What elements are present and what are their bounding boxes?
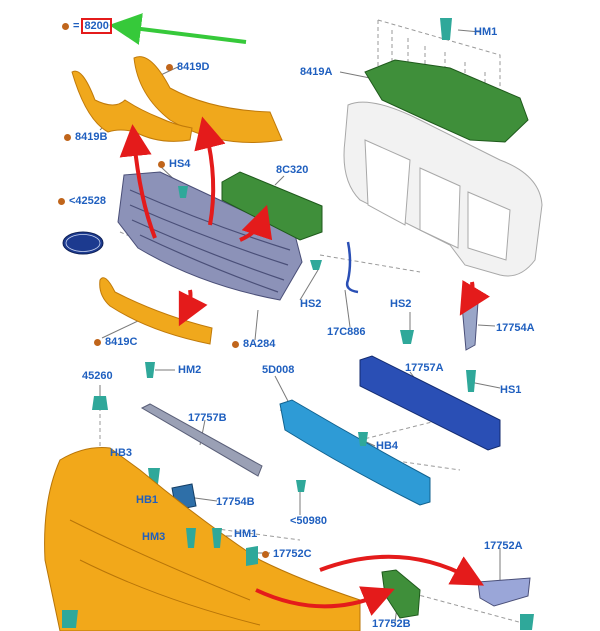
- label-hm2[interactable]: HM2: [178, 364, 202, 376]
- label-45260[interactable]: 45260: [82, 370, 113, 382]
- clip-50980: [296, 480, 306, 492]
- label-hm3[interactable]: HM3: [142, 531, 166, 543]
- clip-hs1: [466, 370, 476, 392]
- label-hm1-top[interactable]: HM1: [474, 26, 498, 38]
- grille-bar-8419b: [71, 70, 193, 142]
- dot-icon: [166, 63, 173, 71]
- dot-icon: [64, 133, 71, 141]
- dot-icon: [232, 340, 239, 348]
- label-17752b[interactable]: 17752B: [372, 618, 411, 630]
- label-hb3[interactable]: HB3: [110, 447, 133, 459]
- beam-5d008: [279, 399, 431, 506]
- dot-icon: [94, 338, 101, 346]
- green-arrow: [109, 13, 247, 45]
- label-17757a[interactable]: 17757A: [405, 362, 444, 374]
- clip-hm1-top: [440, 18, 452, 40]
- beam-17757a: [359, 355, 501, 451]
- dot-icon: [58, 197, 65, 205]
- label-42528[interactable]: <42528: [58, 195, 106, 208]
- grille-bar-8419d: [133, 56, 283, 143]
- label-17752c[interactable]: 17752C: [262, 548, 312, 561]
- clip-hb4: [358, 432, 368, 446]
- clip-hm3: [186, 528, 196, 548]
- label-17754b[interactable]: 17754B: [216, 496, 255, 508]
- ford-emblem: [62, 231, 104, 255]
- clip-hm1-bottom: [212, 528, 222, 548]
- clip-hs4: [178, 186, 188, 198]
- label-8a284[interactable]: 8A284: [232, 338, 275, 351]
- label-50980[interactable]: <50980: [290, 515, 328, 527]
- clip-hs2-right: [400, 330, 414, 344]
- dot-icon: [262, 550, 269, 558]
- red-arrows: [119, 116, 490, 616]
- label-hm1-bottom[interactable]: HM1: [234, 528, 258, 540]
- label-17752a[interactable]: 17752A: [484, 540, 523, 552]
- label-hs4[interactable]: HS4: [158, 158, 190, 171]
- dot-icon: [158, 160, 165, 168]
- clip-hm2: [145, 362, 155, 378]
- label-8c320[interactable]: 8C320: [276, 164, 309, 176]
- grille-bar-8419c: [99, 277, 213, 345]
- label-8419c[interactable]: 8419C: [94, 336, 137, 349]
- corner-clip-right: [520, 614, 534, 630]
- dot-icon: [62, 22, 69, 30]
- label-8419a[interactable]: 8419A: [300, 66, 333, 78]
- bracket-17752b: [381, 569, 421, 619]
- label-8200[interactable]: =8200: [62, 18, 112, 34]
- bracket-17752c: [246, 546, 258, 566]
- label-hb4[interactable]: HB4: [376, 440, 399, 452]
- label-hs2-left[interactable]: HS2: [300, 298, 322, 310]
- label-5d008[interactable]: 5D008: [262, 364, 295, 376]
- clip-hs2-left: [310, 260, 322, 270]
- label-17754a[interactable]: 17754A: [496, 322, 535, 334]
- label-hs1[interactable]: HS1: [500, 384, 522, 396]
- label-8419d[interactable]: 8419D: [166, 61, 209, 74]
- bar-17757b: [140, 403, 263, 477]
- corner-clip-left: [62, 610, 78, 628]
- cable-17c886: [345, 241, 359, 294]
- bracket-17752a: [477, 577, 531, 607]
- label-8419b[interactable]: 8419B: [64, 131, 107, 144]
- label-hs2-right[interactable]: HS2: [390, 298, 412, 310]
- label-17757b[interactable]: 17757B: [188, 412, 227, 424]
- clip-45260: [92, 396, 108, 410]
- label-17c886[interactable]: 17C886: [327, 326, 366, 338]
- shield-8419a: [364, 59, 529, 143]
- bumper-cover: [44, 447, 361, 631]
- label-hb1[interactable]: HB1: [136, 494, 159, 506]
- bracket-17754a: [461, 301, 479, 351]
- radiator-support: [343, 101, 543, 277]
